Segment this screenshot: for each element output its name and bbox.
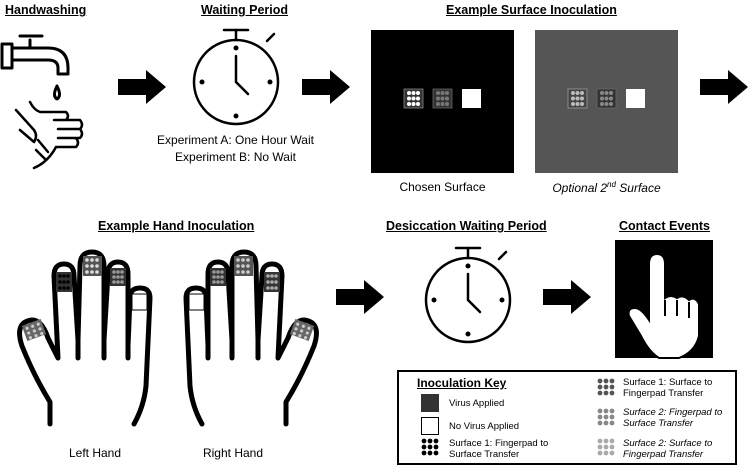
no-virus-swatch: [421, 417, 439, 435]
inoculation-key: Inoculation Key Virus Applied No Virus A…: [397, 370, 737, 465]
right-hand-label: Right Hand: [202, 446, 264, 460]
s1-f2s-label-2: Surface Transfer: [449, 449, 520, 460]
pointing-finger-icon: [627, 252, 700, 359]
heading-hand-inoculation: Example Hand Inoculation: [98, 219, 255, 233]
dot-grid-icon: [421, 438, 439, 456]
s2-s2f-label-1: Surface 2: Surface to: [623, 438, 713, 449]
optional-surface-label-sup: nd: [607, 180, 616, 189]
virus-applied-swatch: [421, 394, 439, 412]
heading-waiting-period: Waiting Period: [201, 3, 289, 17]
dot-grid-icon: [597, 438, 615, 456]
heading-handwashing: Handwashing: [5, 3, 87, 17]
arrow-right-icon: [118, 70, 166, 104]
optional-second-surface: [535, 30, 678, 173]
s2-s2f-label-2: Fingerpad Transfer: [623, 449, 704, 460]
stopwatch-icon: [192, 28, 280, 126]
experiment-b-text: Experiment B: No Wait: [175, 150, 296, 164]
chosen-surface-label: Chosen Surface: [399, 180, 486, 194]
heading-desiccation: Desiccation Waiting Period: [386, 219, 547, 233]
chosen-surface: [371, 30, 514, 173]
faucet-icon: [0, 34, 70, 101]
arrow-right-icon: [543, 280, 591, 314]
arrow-right-icon: [302, 70, 350, 104]
optional-surface-label: Optional 2nd Surface: [535, 180, 678, 195]
s1-s2f-label-1: Surface 1: Surface to: [623, 377, 713, 388]
heading-contact-events: Contact Events: [619, 219, 710, 233]
virus-applied-label: Virus Applied: [449, 398, 505, 409]
arrow-right-icon: [700, 70, 748, 104]
contact-surface: [615, 240, 713, 359]
s2-f2s-label-1: Surface 2: Fingerpad to: [623, 407, 723, 418]
s1-s2f-label-2: Fingerpad Transfer: [623, 388, 704, 399]
optional-surface-label-suffix: Surface: [619, 181, 661, 195]
s1-f2s-label-1: Surface 1: Fingerpad to: [449, 438, 549, 449]
hands-washing-icon: [14, 100, 84, 170]
s2-f2s-label-2: Surface Transfer: [623, 418, 694, 429]
key-title: Inoculation Key: [417, 376, 507, 390]
optional-surface-label-prefix: Optional 2: [552, 181, 608, 195]
hand-icon: [183, 249, 319, 427]
left-hand-label: Left Hand: [68, 446, 122, 460]
hand-icon: [17, 249, 153, 427]
no-virus-label: No Virus Applied: [449, 421, 520, 432]
heading-surface-inoculation: Example Surface Inoculation: [446, 3, 617, 17]
dot-grid-icon: [597, 408, 615, 426]
dot-grid-icon: [597, 378, 615, 396]
stopwatch-icon: [424, 246, 512, 344]
arrow-right-icon: [336, 280, 384, 314]
experiment-a-text: Experiment A: One Hour Wait: [157, 133, 314, 147]
